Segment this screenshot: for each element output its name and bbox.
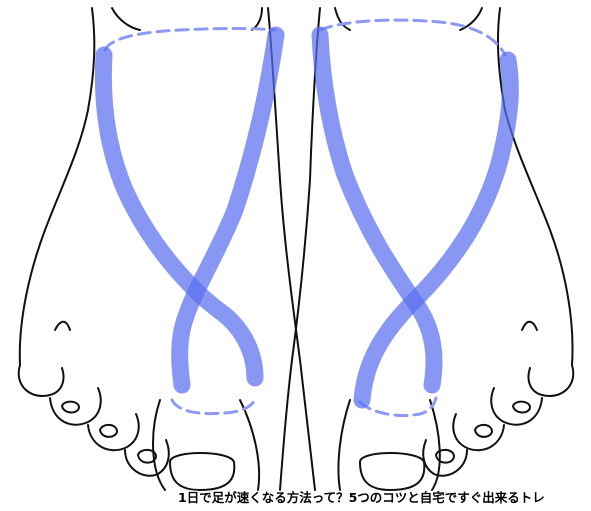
tape-dashed-guides [105, 20, 505, 415]
left-toenail-4 [62, 402, 79, 413]
left-second-toe [125, 440, 169, 476]
left-crease [55, 322, 70, 330]
left-foot-ankle-line-2 [252, 8, 262, 30]
left-foot-ankle-line [112, 8, 140, 30]
right-toenail-4 [513, 402, 530, 413]
right-little-toe [529, 365, 574, 396]
left-big-toenail [170, 453, 234, 490]
right-big-toenail [360, 453, 424, 490]
left-tape-strip-inner [180, 35, 276, 385]
left-fourth-toe [50, 388, 101, 425]
right-crease [522, 322, 537, 330]
right-fourth-toe [491, 388, 542, 425]
left-top-dashed-line [105, 29, 275, 51]
left-toenail-3 [100, 425, 117, 437]
right-second-toe [423, 440, 467, 476]
left-foot-outer-edge [20, 8, 95, 365]
right-foot-ankle-line [335, 8, 350, 30]
right-toenail-3 [475, 425, 492, 437]
right-toenail-2 [436, 450, 454, 463]
right-bottom-dashed-line [360, 398, 436, 416]
caption: 1日で足が速くなる方法って？5つのコツと自宅ですぐ出来るトレ [178, 490, 591, 506]
right-third-toe [453, 414, 504, 450]
right-top-dashed-line [320, 20, 505, 55]
left-little-toe [19, 365, 64, 396]
left-third-toe [88, 414, 139, 450]
